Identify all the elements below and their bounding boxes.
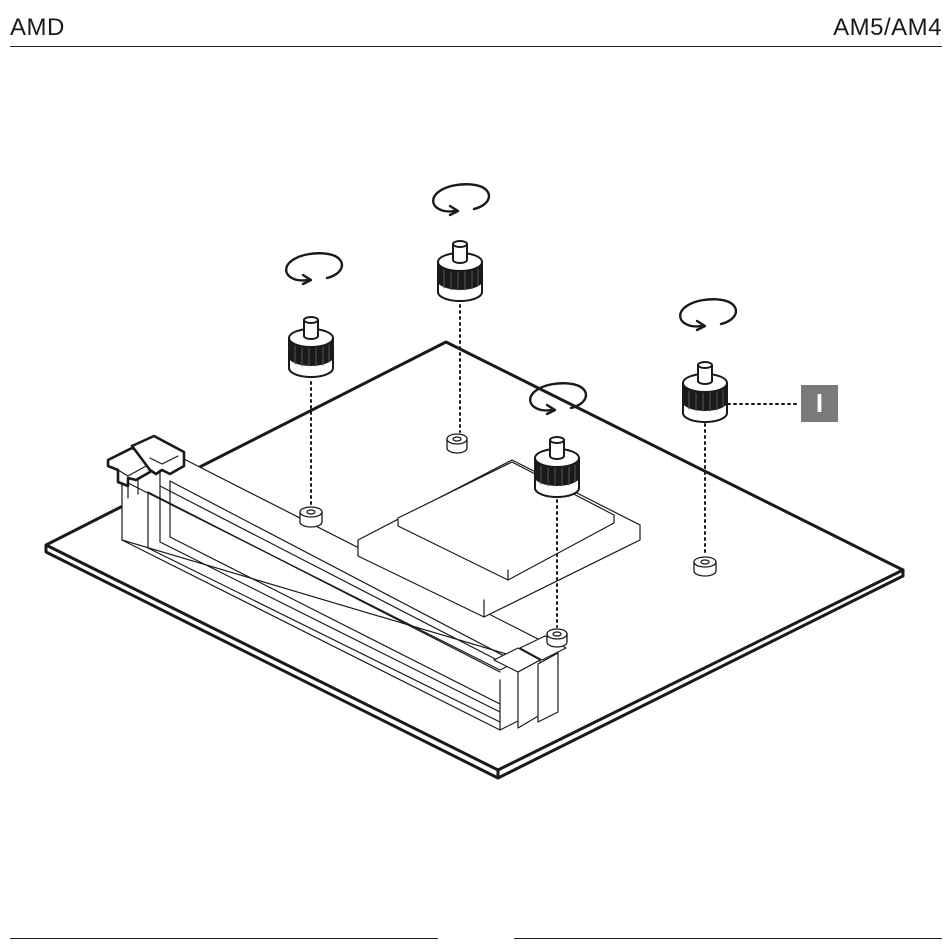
standoff-rear-center (438, 241, 482, 301)
hole-rear-left (300, 507, 322, 527)
standoff-right (683, 362, 727, 422)
rotate-arrow-rear-left (286, 253, 342, 284)
rotate-arrow-rear-center (433, 184, 489, 215)
callout-label: I (801, 385, 838, 422)
hole-rear-center (447, 434, 467, 453)
standoff-rear-left (289, 317, 333, 377)
rotate-arrow-right (680, 299, 736, 330)
hole-front-center (547, 629, 567, 647)
footer-divider-right (514, 938, 942, 939)
footer-divider-left (10, 938, 438, 939)
hole-right (694, 557, 716, 576)
